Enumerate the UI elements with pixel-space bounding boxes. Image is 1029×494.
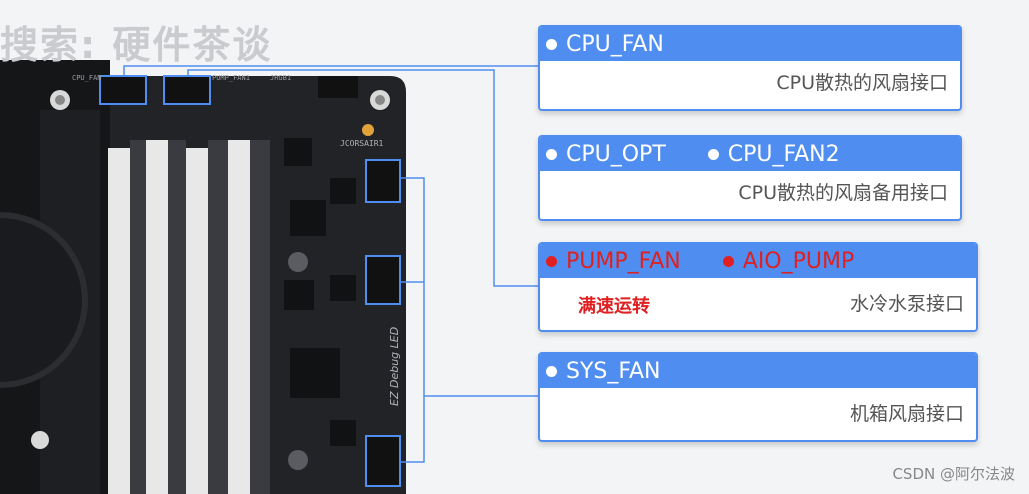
card-body: CPU散热的风扇备用接口	[540, 171, 960, 219]
card-header: SYS_FAN	[540, 354, 976, 388]
card-description: 水冷水泵接口	[849, 293, 964, 315]
card-cpu-opt: CPU_OPT CPU_FAN2 CPU散热的风扇备用接口	[538, 135, 962, 221]
silk-jcorsair1: JCORSAIR1	[340, 139, 384, 148]
bullet-icon	[546, 365, 557, 377]
bullet-icon	[546, 38, 557, 50]
header-item: CPU_FAN	[546, 32, 664, 57]
card-body: 满速运转 水冷水泵接口	[540, 278, 976, 330]
silk-pump-fan1: PUMP_FAN1	[212, 74, 250, 82]
header-item: SYS_FAN	[546, 359, 661, 384]
card-description: CPU散热的风扇备用接口	[738, 182, 948, 204]
credit-text: CSDN @阿尔法波	[892, 465, 1015, 483]
bullet-icon	[546, 255, 557, 267]
card-note: 满速运转	[578, 296, 650, 317]
header-item: CPU_OPT	[546, 142, 666, 167]
bullet-icon	[707, 148, 719, 160]
card-pump-fan: PUMP_FAN AIO_PUMP 满速运转 水冷水泵接口	[538, 242, 978, 332]
card-cpu-fan: CPU_FAN CPU散热的风扇接口	[538, 25, 962, 111]
card-header: CPU_OPT CPU_FAN2	[540, 137, 960, 171]
header-label: CPU_OPT	[566, 141, 666, 167]
card-header: CPU_FAN	[540, 27, 960, 61]
silk-cpu-fan: CPU_FAN	[72, 74, 102, 82]
header-label: CPU_FAN	[566, 31, 664, 57]
header-label: AIO_PUMP	[742, 248, 855, 274]
card-body: CPU散热的风扇接口	[540, 61, 960, 109]
silk-ez-debug-led: EZ Debug LED	[388, 327, 401, 406]
header-item: PUMP_FAN	[546, 249, 681, 274]
card-header: PUMP_FAN AIO_PUMP	[540, 244, 976, 278]
header-label: CPU_FAN2	[727, 141, 840, 167]
watermark: 搜索: 硬件茶谈	[0, 23, 273, 67]
bullet-icon	[722, 255, 734, 267]
header-item: AIO_PUMP	[722, 248, 855, 274]
header-label: SYS_FAN	[566, 358, 661, 384]
silk-jrgb1: JRGB1	[270, 74, 291, 82]
header-label: PUMP_FAN	[566, 248, 681, 274]
bullet-icon	[546, 148, 557, 160]
card-description: 机箱风扇接口	[849, 403, 964, 425]
header-item: CPU_FAN2	[707, 141, 840, 167]
motherboard-photo: CPU_FAN PUMP_FAN1 JRGB1 JCORSAIR1 EZ Deb…	[0, 0, 430, 494]
card-body: 机箱风扇接口	[540, 388, 976, 440]
card-description: CPU散热的风扇接口	[776, 72, 948, 94]
card-sys-fan: SYS_FAN 机箱风扇接口	[538, 352, 978, 442]
